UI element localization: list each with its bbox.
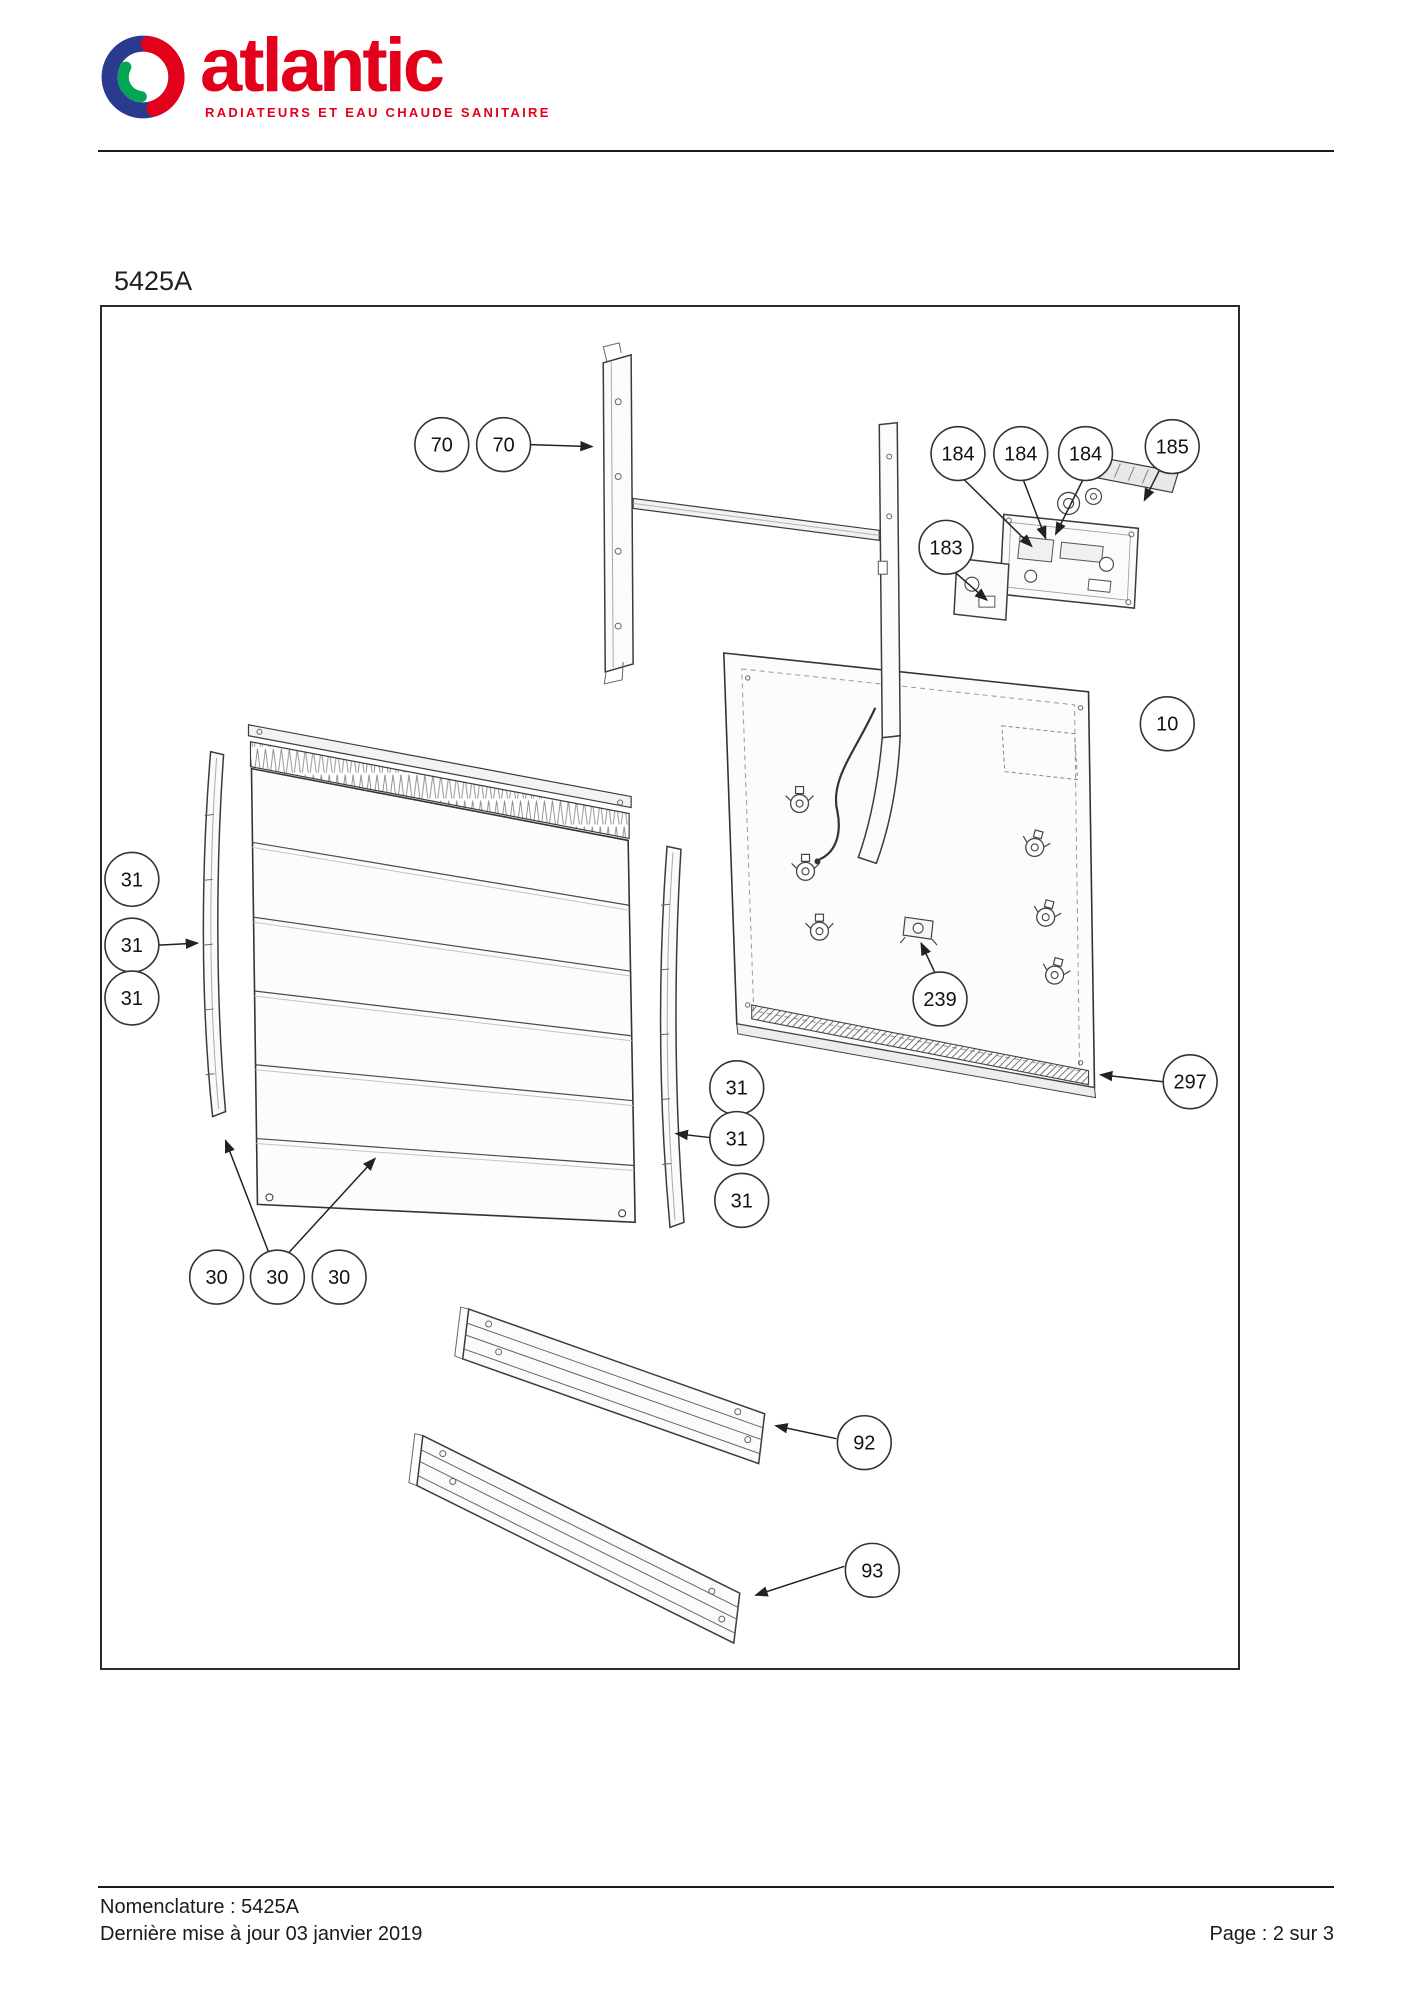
callout-93: 93 bbox=[844, 1542, 900, 1599]
footer-nomenclature: Nomenclature : 5425A bbox=[100, 1896, 300, 1918]
brand-text: atlantic RADIATEURS ET EAU CHAUDE SANITA… bbox=[200, 23, 551, 121]
heat-fins bbox=[249, 741, 630, 840]
callout-184-a: 184 bbox=[930, 425, 986, 482]
callout-31-left-c: 31 bbox=[104, 970, 160, 1026]
svg-text:31: 31 bbox=[121, 935, 143, 957]
callout-30-c: 30 bbox=[311, 1249, 367, 1305]
callout-183: 183 bbox=[918, 519, 974, 576]
svg-text:184: 184 bbox=[1004, 444, 1037, 466]
svg-text:70: 70 bbox=[431, 435, 453, 457]
svg-text:31: 31 bbox=[731, 1190, 753, 1212]
svg-text:185: 185 bbox=[1156, 437, 1189, 459]
brand-wordmark: atlantic bbox=[200, 23, 445, 108]
svg-text:30: 30 bbox=[266, 1267, 288, 1289]
part-front-panel bbox=[247, 724, 636, 1224]
svg-text:183: 183 bbox=[929, 537, 962, 559]
callout-31-left-a: 31 bbox=[104, 851, 160, 908]
part-rail-93 bbox=[408, 1433, 741, 1645]
callout-10: 10 bbox=[1139, 696, 1195, 752]
svg-text:92: 92 bbox=[853, 1433, 875, 1455]
svg-text:31: 31 bbox=[121, 869, 143, 891]
callout-31-left-b: 31 bbox=[104, 917, 160, 973]
footer-last-update: Dernière mise à jour 03 janvier 2019 bbox=[100, 1923, 423, 1945]
callout-92: 92 bbox=[836, 1414, 893, 1471]
part-239 bbox=[899, 916, 938, 946]
part-back-panel bbox=[722, 652, 1097, 1099]
callout-30-b: 30 bbox=[249, 1249, 306, 1305]
callouts: 70 70 184 184 184 185 183 10 31 31 31 23… bbox=[104, 416, 1218, 1599]
callout-31-right-c: 31 bbox=[714, 1172, 770, 1229]
footer-divider bbox=[98, 1886, 1334, 1888]
brand-logo: atlantic RADIATEURS ET EAU CHAUDE SANITA… bbox=[96, 23, 551, 124]
callout-30-a: 30 bbox=[188, 1249, 245, 1305]
callout-31-right-b: 31 bbox=[709, 1110, 765, 1167]
callout-70-b: 70 bbox=[475, 416, 532, 473]
footer-page-number: Page : 2 sur 3 bbox=[1209, 1923, 1334, 1945]
svg-text:239: 239 bbox=[923, 989, 956, 1011]
callout-70-a: 70 bbox=[414, 416, 470, 473]
part-hanging-rail bbox=[857, 421, 901, 865]
callout-297: 297 bbox=[1162, 1054, 1218, 1110]
svg-text:30: 30 bbox=[328, 1267, 350, 1289]
diagram-frame: 70 70 184 184 184 185 183 10 31 31 31 23… bbox=[100, 305, 1240, 1670]
part-grille-297 bbox=[751, 1004, 1090, 1086]
svg-text:31: 31 bbox=[726, 1078, 748, 1100]
brand-tagline: RADIATEURS ET EAU CHAUDE SANITAIRE bbox=[205, 105, 551, 121]
part-wall-bracket-70 bbox=[602, 342, 634, 685]
part-side-strip-left bbox=[202, 750, 227, 1118]
knob-icon bbox=[1056, 491, 1081, 516]
part-control-module bbox=[953, 455, 1179, 621]
callout-arrows bbox=[158, 440, 1164, 1597]
part-cross-rail bbox=[632, 497, 880, 541]
part-side-strip-right bbox=[659, 845, 685, 1229]
power-cable bbox=[818, 707, 877, 861]
svg-text:70: 70 bbox=[493, 435, 515, 457]
svg-text:30: 30 bbox=[206, 1267, 228, 1289]
header-divider bbox=[98, 150, 1334, 152]
callout-184-b: 184 bbox=[993, 425, 1049, 482]
callout-31-right-a: 31 bbox=[709, 1059, 765, 1116]
svg-text:31: 31 bbox=[726, 1129, 748, 1151]
part-rail-92 bbox=[454, 1306, 766, 1465]
brand-logo-icon bbox=[101, 35, 185, 119]
svg-text:93: 93 bbox=[861, 1560, 883, 1582]
callout-184-c: 184 bbox=[1057, 425, 1114, 482]
svg-text:31: 31 bbox=[121, 988, 143, 1010]
svg-text:10: 10 bbox=[1156, 714, 1178, 736]
callout-185: 185 bbox=[1144, 418, 1200, 475]
svg-text:184: 184 bbox=[941, 444, 974, 466]
callout-239: 239 bbox=[912, 971, 968, 1027]
svg-text:297: 297 bbox=[1174, 1072, 1207, 1094]
document-title: 5425A bbox=[114, 266, 193, 296]
svg-text:184: 184 bbox=[1069, 444, 1102, 466]
exploded-diagram: 70 70 184 184 184 185 183 10 31 31 31 23… bbox=[104, 342, 1218, 1645]
